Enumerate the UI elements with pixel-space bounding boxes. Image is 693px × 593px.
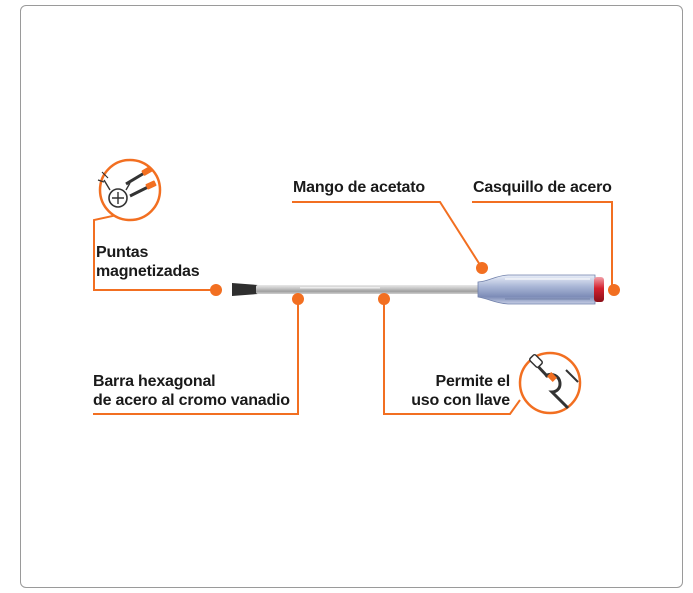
screwdriver-cap bbox=[594, 277, 604, 302]
wrench-use-icon bbox=[518, 351, 582, 415]
label-barra-line2: de acero al cromo vanadio bbox=[93, 392, 290, 409]
dot-handle bbox=[476, 262, 488, 274]
callout-puntas-line bbox=[93, 211, 215, 291]
callout-barra-line bbox=[93, 299, 299, 415]
callout-dots bbox=[210, 262, 620, 305]
dot-shaft-left bbox=[292, 293, 304, 305]
label-barra: Barra hexagonal de acero al cromo vanadi… bbox=[93, 372, 290, 410]
callout-mango-line bbox=[292, 201, 483, 269]
label-mango: Mango de acetato bbox=[293, 179, 425, 196]
screwdriver-tip bbox=[232, 283, 258, 296]
screwdriver bbox=[232, 274, 604, 305]
callout-llave-line bbox=[383, 299, 521, 415]
screwdriver-handle bbox=[477, 274, 596, 305]
label-puntas-line1: Puntas bbox=[96, 244, 149, 261]
dot-cap bbox=[608, 284, 620, 296]
label-llave-line1: Permite el bbox=[435, 373, 511, 390]
dot-shaft-right bbox=[378, 293, 390, 305]
label-llave-line2: uso con llave bbox=[411, 392, 510, 409]
callout-casquillo-line bbox=[472, 201, 613, 290]
callout-lines bbox=[93, 201, 613, 415]
screwdriver-shaft bbox=[256, 285, 482, 294]
label-casquillo: Casquillo de acero bbox=[473, 179, 612, 196]
label-llave: Permite el uso con llave bbox=[410, 372, 510, 410]
label-puntas: Puntas magnetizadas bbox=[96, 243, 200, 281]
magnetized-tips-icon bbox=[97, 158, 162, 222]
label-puntas-line2: magnetizadas bbox=[96, 263, 200, 280]
label-barra-line1: Barra hexagonal bbox=[93, 373, 216, 390]
dot-tip bbox=[210, 284, 222, 296]
